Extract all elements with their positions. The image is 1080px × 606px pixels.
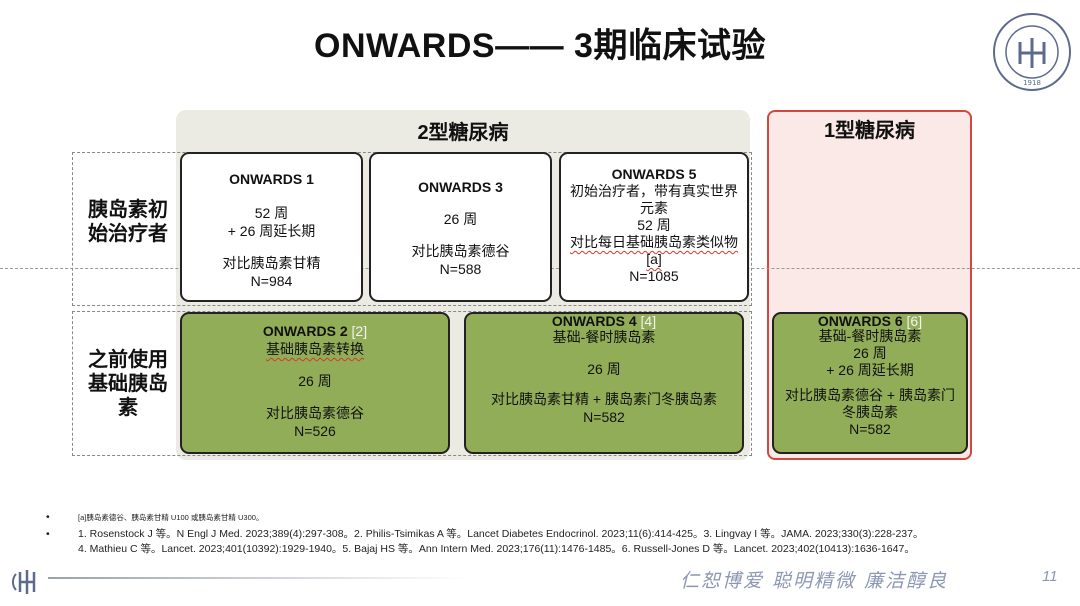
trial-name: ONWARDS 6 [817, 313, 903, 329]
trial-name: ONWARDS 2 [262, 323, 348, 339]
slide-title: ONWARDS—— 3期临床试验 [314, 27, 766, 65]
trial-comparator: 对比胰岛素德谷 [266, 405, 364, 421]
trial-n: N=1085 [629, 268, 679, 284]
trial-duration: 26 周 [853, 345, 887, 361]
trial-n: N=582 [849, 421, 891, 437]
trial-name: ONWARDS 5 [611, 166, 697, 182]
trial-comparator: 对比每日基础胰岛素类似物[a] [570, 234, 738, 267]
trial-description: 基础-餐时胰岛素 [552, 329, 656, 345]
card-onwards-4: ONWARDS 4 [4] 基础-餐时胰岛素 26 周 对比胰岛素甘精 + 胰岛… [464, 312, 744, 454]
footnotes: • [a]胰岛素德谷、胰岛素甘精 U100 或胰岛素甘精 U300。 • 1. … [46, 510, 926, 557]
card-onwards-3: ONWARDS 3 26 周 对比胰岛素德谷 N=588 [369, 152, 552, 302]
trial-name: ONWARDS 1 [229, 171, 314, 187]
trial-extension: + 26 周延长期 [227, 223, 316, 239]
trial-ref: [4] [640, 313, 657, 329]
trial-duration: 26 周 [298, 373, 332, 389]
trial-description: 基础胰岛素转换 [266, 341, 364, 357]
card-onwards-5: ONWARDS 5 初始治疗者，带有真实世界元素 52 周 对比每日基础胰岛素类… [559, 152, 749, 302]
footnote-a: • [a]胰岛素德谷、胰岛素甘精 U100 或胰岛素甘精 U300。 [46, 511, 264, 523]
trial-n: N=984 [250, 273, 293, 289]
card-onwards-1: ONWARDS 1 52 周 + 26 周延长期 对比胰岛素甘精 N=984 [180, 152, 363, 302]
trial-comparator: 对比胰岛素德谷 [411, 243, 510, 259]
page-number: 11 [1042, 568, 1058, 585]
trial-name-row: ONWARDS 4 [4] [476, 314, 732, 328]
row-outline-prior [72, 311, 752, 456]
trial-name-row: ONWARDS 2 [2] [182, 322, 448, 340]
trial-description: 初始治疗者，带有真实世界元素 [570, 183, 738, 216]
trial-comparator: 对比胰岛素德谷 + 胰岛素门冬胰岛素 [785, 387, 955, 420]
footnote-references: • 1. Rosenstock J 等。N Engl J Med. 2023;3… [46, 528, 924, 555]
trial-duration: 26 周 [587, 361, 621, 377]
type1-panel-title: 1型糖尿病 [823, 120, 916, 142]
trial-duration: 26 周 [443, 211, 478, 227]
trial-name-row: ONWARDS 6 [6] [780, 314, 960, 328]
type2-panel-title: 2型糖尿病 [417, 122, 509, 144]
hospital-motto: 仁恕博爱 聪明精微 廉洁醇良 [680, 570, 949, 592]
trial-description: 基础-餐时胰岛素 [818, 328, 922, 344]
svg-text:1918: 1918 [1023, 79, 1041, 87]
trial-extension: + 26 周延长期 [826, 362, 914, 378]
trial-comparator: 对比胰岛素甘精 [222, 255, 321, 271]
trial-n: N=588 [439, 261, 482, 277]
trial-comparator: 对比胰岛素甘精 + 胰岛素门冬胰岛素 [491, 391, 717, 407]
trial-n: N=526 [294, 423, 336, 439]
trial-duration: 52 周 [637, 217, 671, 233]
trial-name: ONWARDS 4 [551, 313, 637, 329]
card-onwards-6: ONWARDS 6 [6] 基础-餐时胰岛素 26 周 + 26 周延长期 对比… [772, 312, 968, 454]
card-onwards-2: ONWARDS 2 [2] 基础胰岛素转换 26 周 对比胰岛素德谷 N=526 [180, 312, 450, 454]
trial-ref: [2] [351, 323, 368, 339]
row-label-naive: 胰岛素初始治疗者 [88, 199, 168, 245]
trial-ref: [6] [906, 313, 923, 329]
footer-line [48, 577, 468, 579]
trial-duration: 52 周 [254, 205, 289, 221]
hospital-seal-logo: 1918 [993, 13, 1071, 91]
corner-logo-icon [12, 570, 36, 594]
trial-name: ONWARDS 3 [418, 179, 503, 195]
trial-n: N=582 [583, 409, 625, 425]
row-label-prior: 之前使用基础胰岛素 [88, 349, 168, 419]
